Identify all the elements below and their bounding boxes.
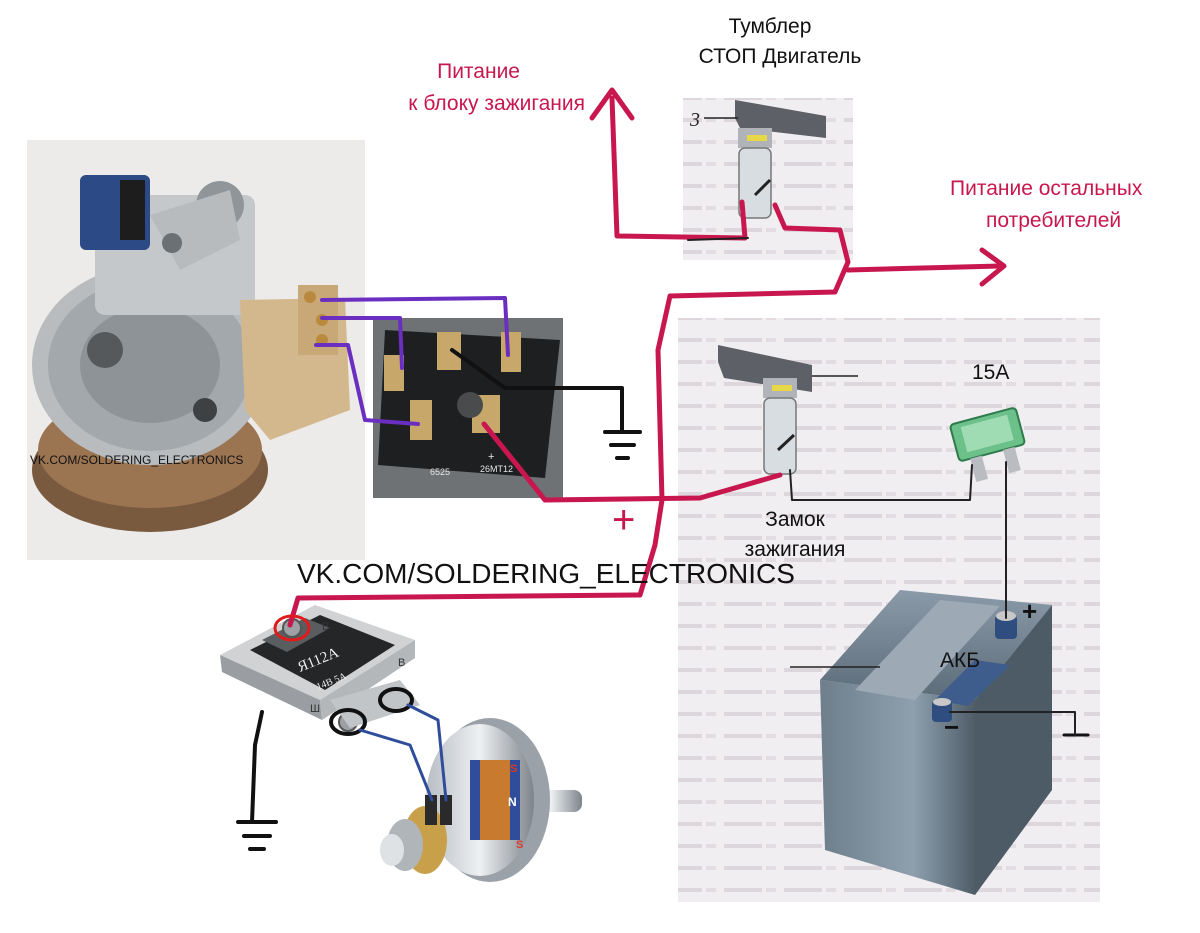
label-power-consumers-line1: Питание остальных [950, 177, 1143, 200]
label-stop-switch-line1: Тумблер [728, 15, 812, 38]
stop-switch-toggle [735, 100, 826, 219]
label-battery-minus: − [944, 712, 960, 742]
wire-lock-to-fuse [789, 464, 973, 501]
rectifier-code-2: 26MT12 [480, 464, 513, 474]
label-battery-plus: + [1022, 596, 1038, 626]
rectifier-bridge-image [373, 318, 563, 498]
ground-symbol-regulator [236, 820, 278, 851]
wire-regulator-to-rotor-1 [358, 728, 434, 802]
rectifier-code-1: 6525 [430, 467, 450, 477]
rotor-image [380, 718, 582, 882]
wire-purple-bottom [314, 343, 420, 426]
wire-to-consumers [845, 263, 1003, 273]
battery-image [820, 590, 1052, 895]
label-ignition-lock-line2: зажигания [744, 538, 846, 561]
stop-switch-mark: 3 [689, 109, 700, 131]
voltage-regulator [220, 605, 420, 732]
wire-rectifier-plus [481, 421, 783, 503]
wire-purple-middle [320, 316, 404, 370]
wire-regulator-to-rotor-2 [406, 703, 448, 802]
regulator-terminal-b2: В [398, 657, 405, 669]
label-power-consumers-line2: потребителей [986, 209, 1122, 232]
arrow-ignition-block [589, 87, 635, 121]
rotor-pole-s2: S [516, 839, 523, 851]
label-ignition-lock-line1: Замок [765, 508, 825, 531]
ground-symbol-rectifier [603, 430, 642, 460]
wire-battery-ground [949, 711, 1076, 736]
wire-main-trunk [655, 202, 851, 503]
regulator-terminal-b1: В [322, 621, 329, 633]
arrow-consumers [979, 247, 1007, 287]
fuse-15a [949, 407, 1026, 482]
rotor-pole-n: N [508, 795, 517, 809]
generator-image [27, 140, 365, 560]
wire-regulator-ground [250, 710, 264, 824]
rotor-pole-s1: S [510, 763, 517, 775]
label-stop-switch-line2: СТОП Двигатель [698, 45, 862, 68]
rectifier-plus-mark: + [488, 451, 494, 463]
label-power-ignition-line1: Питание [437, 60, 520, 83]
label-fuse: 15А [972, 361, 1010, 384]
label-plus-rectifier: + [612, 498, 636, 542]
watermark-small: VK.COM/SOLDERING_ELECTRONICS [30, 453, 244, 467]
wire-stop-switch-black [687, 237, 749, 241]
regulator-terminal-loop-1 [329, 708, 367, 736]
regulator-terminal-sh: Ш [310, 703, 320, 715]
regulator-terminal-highlight [273, 614, 311, 642]
wire-purple-top [320, 296, 510, 357]
ignition-lock-toggle [718, 345, 812, 475]
watermark-large: VK.COM/SOLDERING_ELECTRONICS [297, 558, 795, 589]
label-power-ignition-line2: к блоку зажигания [408, 92, 585, 115]
wire-rectifier-ground [450, 348, 624, 434]
regulator-terminal-loop-2 [378, 687, 414, 713]
wire-to-regulator [287, 497, 665, 628]
label-battery: АКБ [940, 649, 981, 672]
wire-to-ignition-block [609, 95, 748, 241]
